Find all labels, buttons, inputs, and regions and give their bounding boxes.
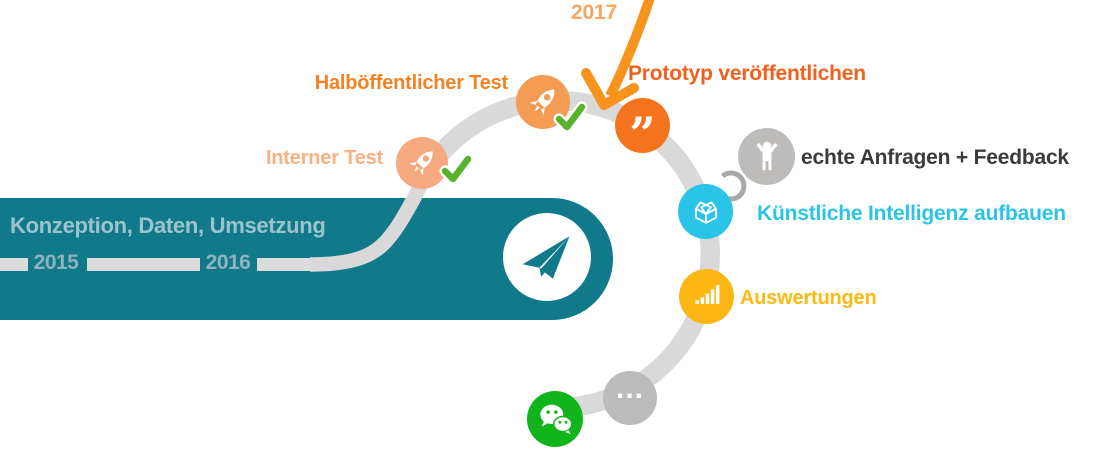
milestone-auswertungen-node [679, 269, 734, 324]
person-icon [756, 141, 777, 170]
timeline-bar-segment [0, 258, 28, 271]
check-icon [439, 153, 474, 185]
milestone-ki-label: Künstliche Intelligenz aufbauen [757, 202, 1066, 225]
milestone-interner-test-node [396, 137, 448, 189]
year-2017-arrow [581, 0, 655, 110]
milestone-feedback-node [738, 128, 795, 185]
launch-circle [503, 213, 591, 301]
wechat-icon [540, 404, 573, 435]
open-box-icon [694, 201, 717, 224]
check-icon [553, 101, 588, 133]
milestone-interner-test-label: Interner Test [265, 147, 383, 169]
milestone-wechat-node [527, 391, 583, 447]
milestone-auswertungen-label: Auswertungen [740, 287, 877, 309]
timeline-bar-segment [87, 258, 200, 271]
ellipsis-dots: ... [615, 372, 644, 405]
milestone-ki-node [678, 184, 733, 239]
milestone-prototyp-node: ” [615, 98, 670, 157]
quote-icon: ” [629, 106, 656, 161]
milestone-feedback-label: echte Anfragen + Feedback [801, 146, 1069, 169]
rocket-icon [409, 151, 433, 176]
year-2017-label: 2017 [571, 1, 617, 24]
milestone-prototyp-label: Prototyp veröffentlichen [628, 62, 866, 85]
timeline-bar-segment [257, 258, 312, 271]
milestone-halboeffentlicher-test-label: Halböffentlicher Test [314, 72, 508, 94]
milestone-more-node: ... [603, 371, 657, 425]
rocket-icon [529, 89, 555, 116]
paper-plane-icon [522, 236, 570, 279]
phase-band-label: Konzeption, Daten, Umsetzung [10, 213, 326, 238]
year-2016-label: 2016 [205, 251, 251, 274]
year-2015-label: 2015 [33, 251, 79, 274]
bar-chart-icon [695, 284, 719, 304]
